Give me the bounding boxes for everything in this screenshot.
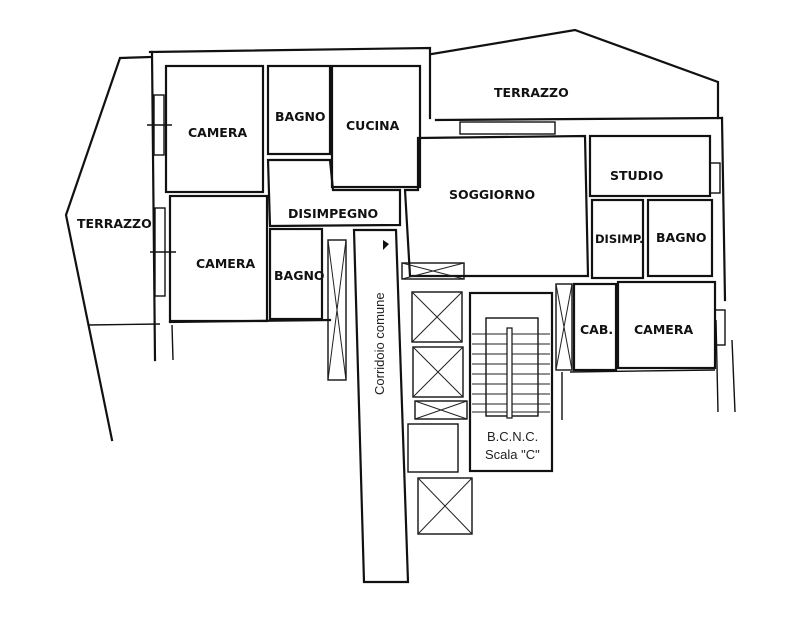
- elevator-3-cross: [417, 477, 473, 535]
- label-bcnc: B.C.N.C.: [487, 429, 538, 444]
- room-disimp: [590, 198, 645, 280]
- window-ticks: [147, 124, 176, 253]
- label-camera-bottom-left: CAMERA: [196, 256, 255, 271]
- label-studio: STUDIO: [610, 168, 663, 183]
- elevator-3: [417, 477, 473, 535]
- outer-wall-top: [148, 46, 432, 120]
- room-bagno-left: [268, 227, 324, 321]
- room-studio: [588, 134, 712, 198]
- room-cucina: [330, 64, 422, 189]
- terrace-left-divider: [87, 323, 161, 326]
- room-cab: [572, 282, 618, 372]
- landing-box: [407, 423, 459, 473]
- terrace-left-outline: [64, 55, 152, 442]
- label-disimpegno: DISIMPEGNO: [288, 206, 378, 221]
- duct-bottom-cross: [414, 400, 468, 420]
- wall-stub: [171, 324, 174, 361]
- elevator-2-cross: [412, 346, 464, 398]
- room-soggiorno: [403, 134, 590, 278]
- label-terrazzo-left: TERRAZZO: [77, 216, 152, 231]
- elevator-1: [411, 291, 463, 343]
- label-cab: CAB.: [580, 322, 613, 337]
- room-bagno-top: [266, 64, 332, 156]
- outer-wall-right: [720, 116, 727, 302]
- elevator-1-cross: [411, 291, 463, 343]
- label-terrazzo-top: TERRAZZO: [494, 85, 569, 100]
- duct-top-cross: [401, 262, 465, 280]
- shaft-2: [555, 283, 573, 371]
- elevator-2: [412, 346, 464, 398]
- label-scala-c: Scala "C": [485, 447, 540, 462]
- shaft-2-cross: [555, 283, 573, 371]
- label-camera-top-left: CAMERA: [188, 125, 247, 140]
- room-bagno-right: [646, 198, 714, 278]
- label-bagno-top: BAGNO: [275, 109, 326, 124]
- duct-bottom: [414, 400, 468, 420]
- window-camera-right: [714, 309, 726, 346]
- outer-wall-left: [150, 50, 157, 362]
- label-corridoio-comune: Corridoio comune: [372, 292, 387, 395]
- room-camera-top-left: [164, 64, 265, 194]
- corridoio-comune: [352, 228, 410, 584]
- shaft-1: [327, 239, 347, 381]
- stairwell-b-c-n-c: [468, 291, 554, 473]
- label-soggiorno: SOGGIORNO: [449, 187, 535, 202]
- wall-stubs-right: [715, 319, 736, 413]
- wall-bottom-left: [168, 318, 332, 324]
- label-cucina: CUCINA: [346, 118, 400, 133]
- stair-handrail: [506, 327, 513, 419]
- wall-lower-right: [561, 369, 716, 420]
- label-disimp: DISIMP.: [595, 232, 644, 246]
- room-disimpegno: [266, 158, 402, 228]
- terrace-top-wall: [434, 116, 724, 122]
- window-soggiorno: [459, 121, 556, 135]
- duct-top: [401, 262, 465, 280]
- shaft-1-cross: [327, 239, 347, 381]
- label-bagno-right: BAGNO: [656, 230, 707, 245]
- terrace-top-outline: [430, 28, 720, 120]
- arrow-marker: [383, 240, 389, 250]
- window-studio: [709, 162, 721, 194]
- label-bagno-left: BAGNO: [274, 268, 325, 283]
- label-camera-right: CAMERA: [634, 322, 693, 337]
